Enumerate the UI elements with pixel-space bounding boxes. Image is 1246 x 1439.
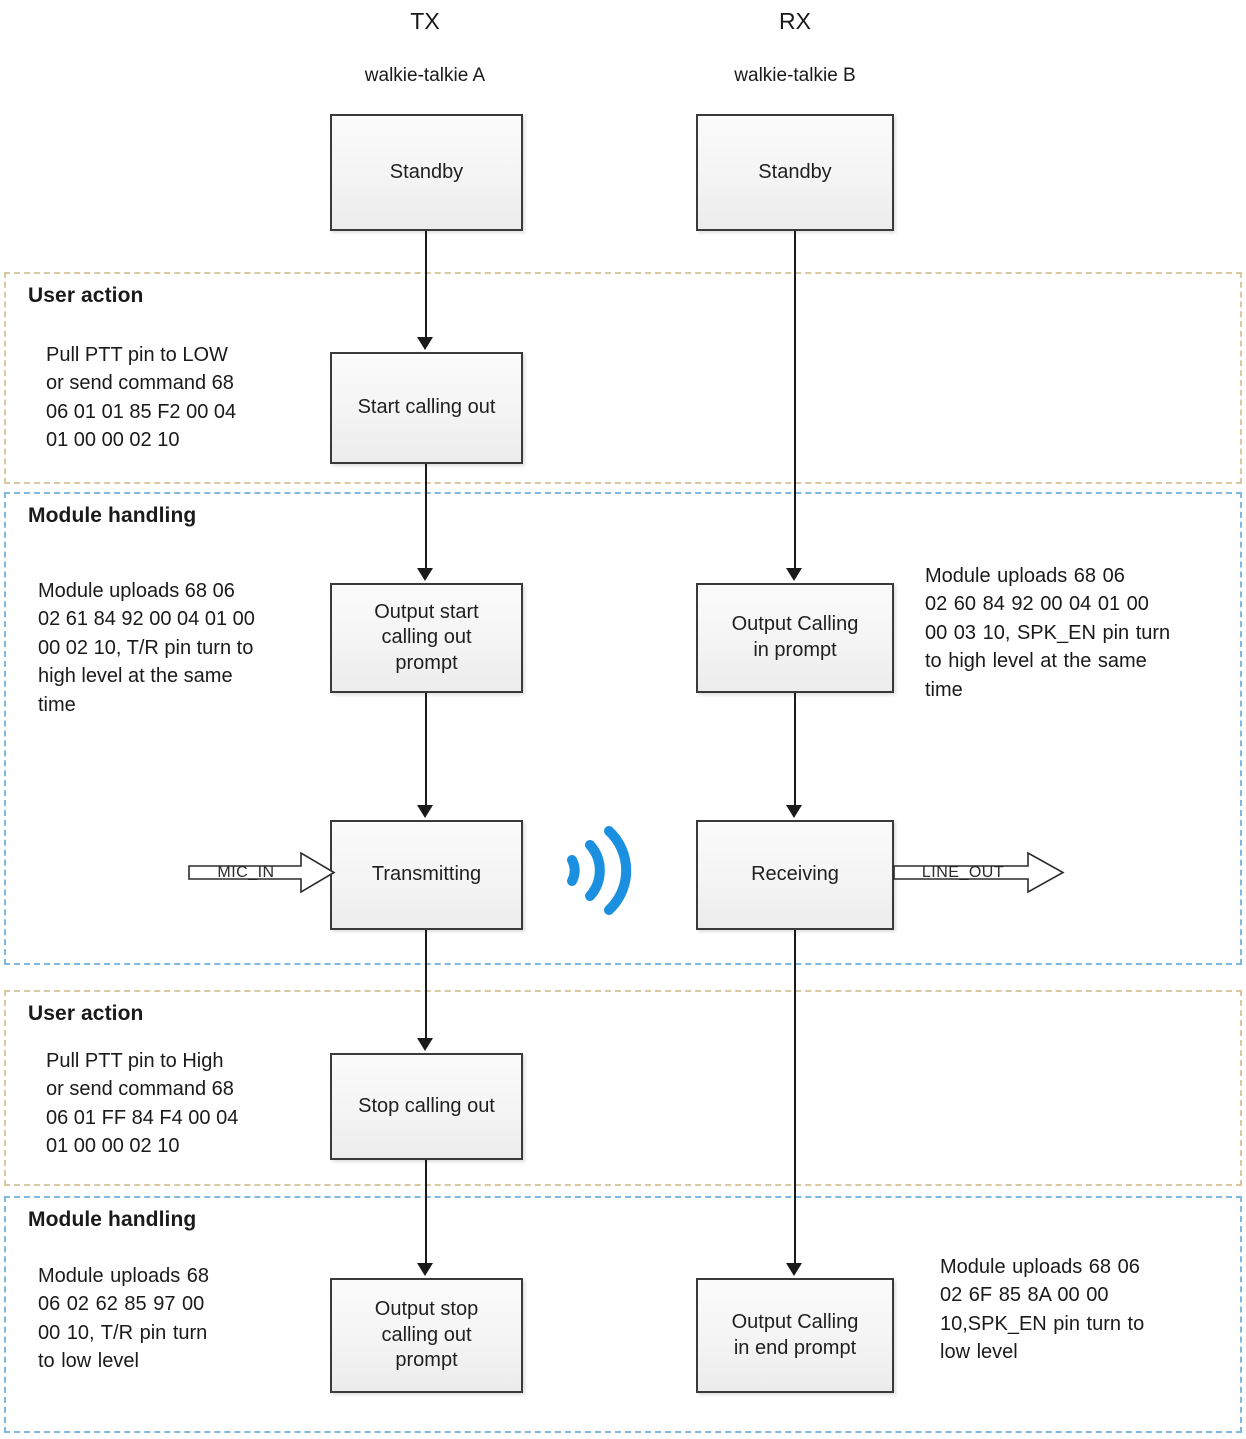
column-subtitle-tx: walkie-talkie A xyxy=(364,65,486,86)
connector-rx-standby-to-output-calling-in xyxy=(794,231,796,570)
connector-tx-stop-to-output-stop xyxy=(425,1160,427,1265)
note-module-handling-2-left: Module uploads 68 06 02 62 85 97 00 00 1… xyxy=(38,1265,210,1373)
section-user-action-1: User action xyxy=(4,272,1242,484)
connector-tx-output-start-to-transmitting xyxy=(425,693,427,807)
section-user-action-2: User action xyxy=(4,990,1242,1186)
connector-rx-output-calling-in-to-receiving xyxy=(794,693,796,807)
box-tx-output-stop-prompt[interactable]: Output stop calling out prompt xyxy=(330,1278,523,1393)
arrowhead-tx-start xyxy=(417,337,433,350)
box-rx-standby[interactable]: Standby xyxy=(696,114,894,231)
connector-rx-receiving-to-output-calling-in-end xyxy=(794,930,796,1265)
column-header-tx: TX xyxy=(410,8,440,34)
note-module-handling-1-right: Module uploads 68 06 02 60 84 92 00 04 0… xyxy=(925,565,1171,701)
box-tx-standby[interactable]: Standby xyxy=(330,114,523,231)
section-module-handling-2: Module handling xyxy=(4,1196,1242,1433)
section-title: Module handling xyxy=(28,504,197,527)
connector-tx-transmitting-to-stop xyxy=(425,930,427,1040)
box-tx-start-calling-out[interactable]: Start calling out xyxy=(330,352,523,464)
box-tx-stop-calling-out[interactable]: Stop calling out xyxy=(330,1053,523,1160)
arrowhead-tx-output-stop xyxy=(417,1263,433,1276)
section-title: User action xyxy=(28,1002,144,1025)
section-module-handling-1: Module handling xyxy=(4,492,1242,965)
arrowhead-tx-transmitting xyxy=(417,805,433,818)
column-header-rx: RX xyxy=(779,8,811,34)
box-rx-output-calling-in-end-prompt[interactable]: Output Calling in end prompt xyxy=(696,1278,894,1393)
section-title: Module handling xyxy=(28,1208,197,1231)
block-arrow-mic-in: MIC_IN xyxy=(188,849,336,896)
box-rx-output-calling-in-prompt[interactable]: Output Calling in prompt xyxy=(696,583,894,693)
arrowhead-rx-output-calling-in-end xyxy=(786,1263,802,1276)
box-tx-transmitting[interactable]: Transmitting xyxy=(330,820,523,930)
connector-tx-start-to-output-start xyxy=(425,464,427,570)
block-arrow-line-out: LINE_OUT xyxy=(893,849,1065,896)
note-user-action-2: Pull PTT pin to High or send command 68 … xyxy=(46,1050,239,1158)
arrowhead-tx-output-start xyxy=(417,568,433,581)
box-tx-output-start-prompt[interactable]: Output start calling out prompt xyxy=(330,583,523,693)
section-title: User action xyxy=(28,284,144,307)
box-rx-receiving[interactable]: Receiving xyxy=(696,820,894,930)
arrowhead-tx-stop xyxy=(417,1038,433,1051)
wireless-waves-icon xyxy=(559,818,639,923)
note-module-handling-1-left: Module uploads 68 06 02 61 84 92 00 04 0… xyxy=(38,580,255,716)
note-module-handling-2-right: Module uploads 68 06 02 6F 85 8A 00 00 1… xyxy=(940,1256,1145,1364)
note-user-action-1: Pull PTT pin to LOW or send command 68 0… xyxy=(46,344,237,452)
column-subtitle-rx: walkie-talkie B xyxy=(734,65,856,86)
arrowhead-rx-output-calling-in xyxy=(786,568,802,581)
arrowhead-rx-receiving xyxy=(786,805,802,818)
connector-tx-standby-to-start xyxy=(425,231,427,339)
